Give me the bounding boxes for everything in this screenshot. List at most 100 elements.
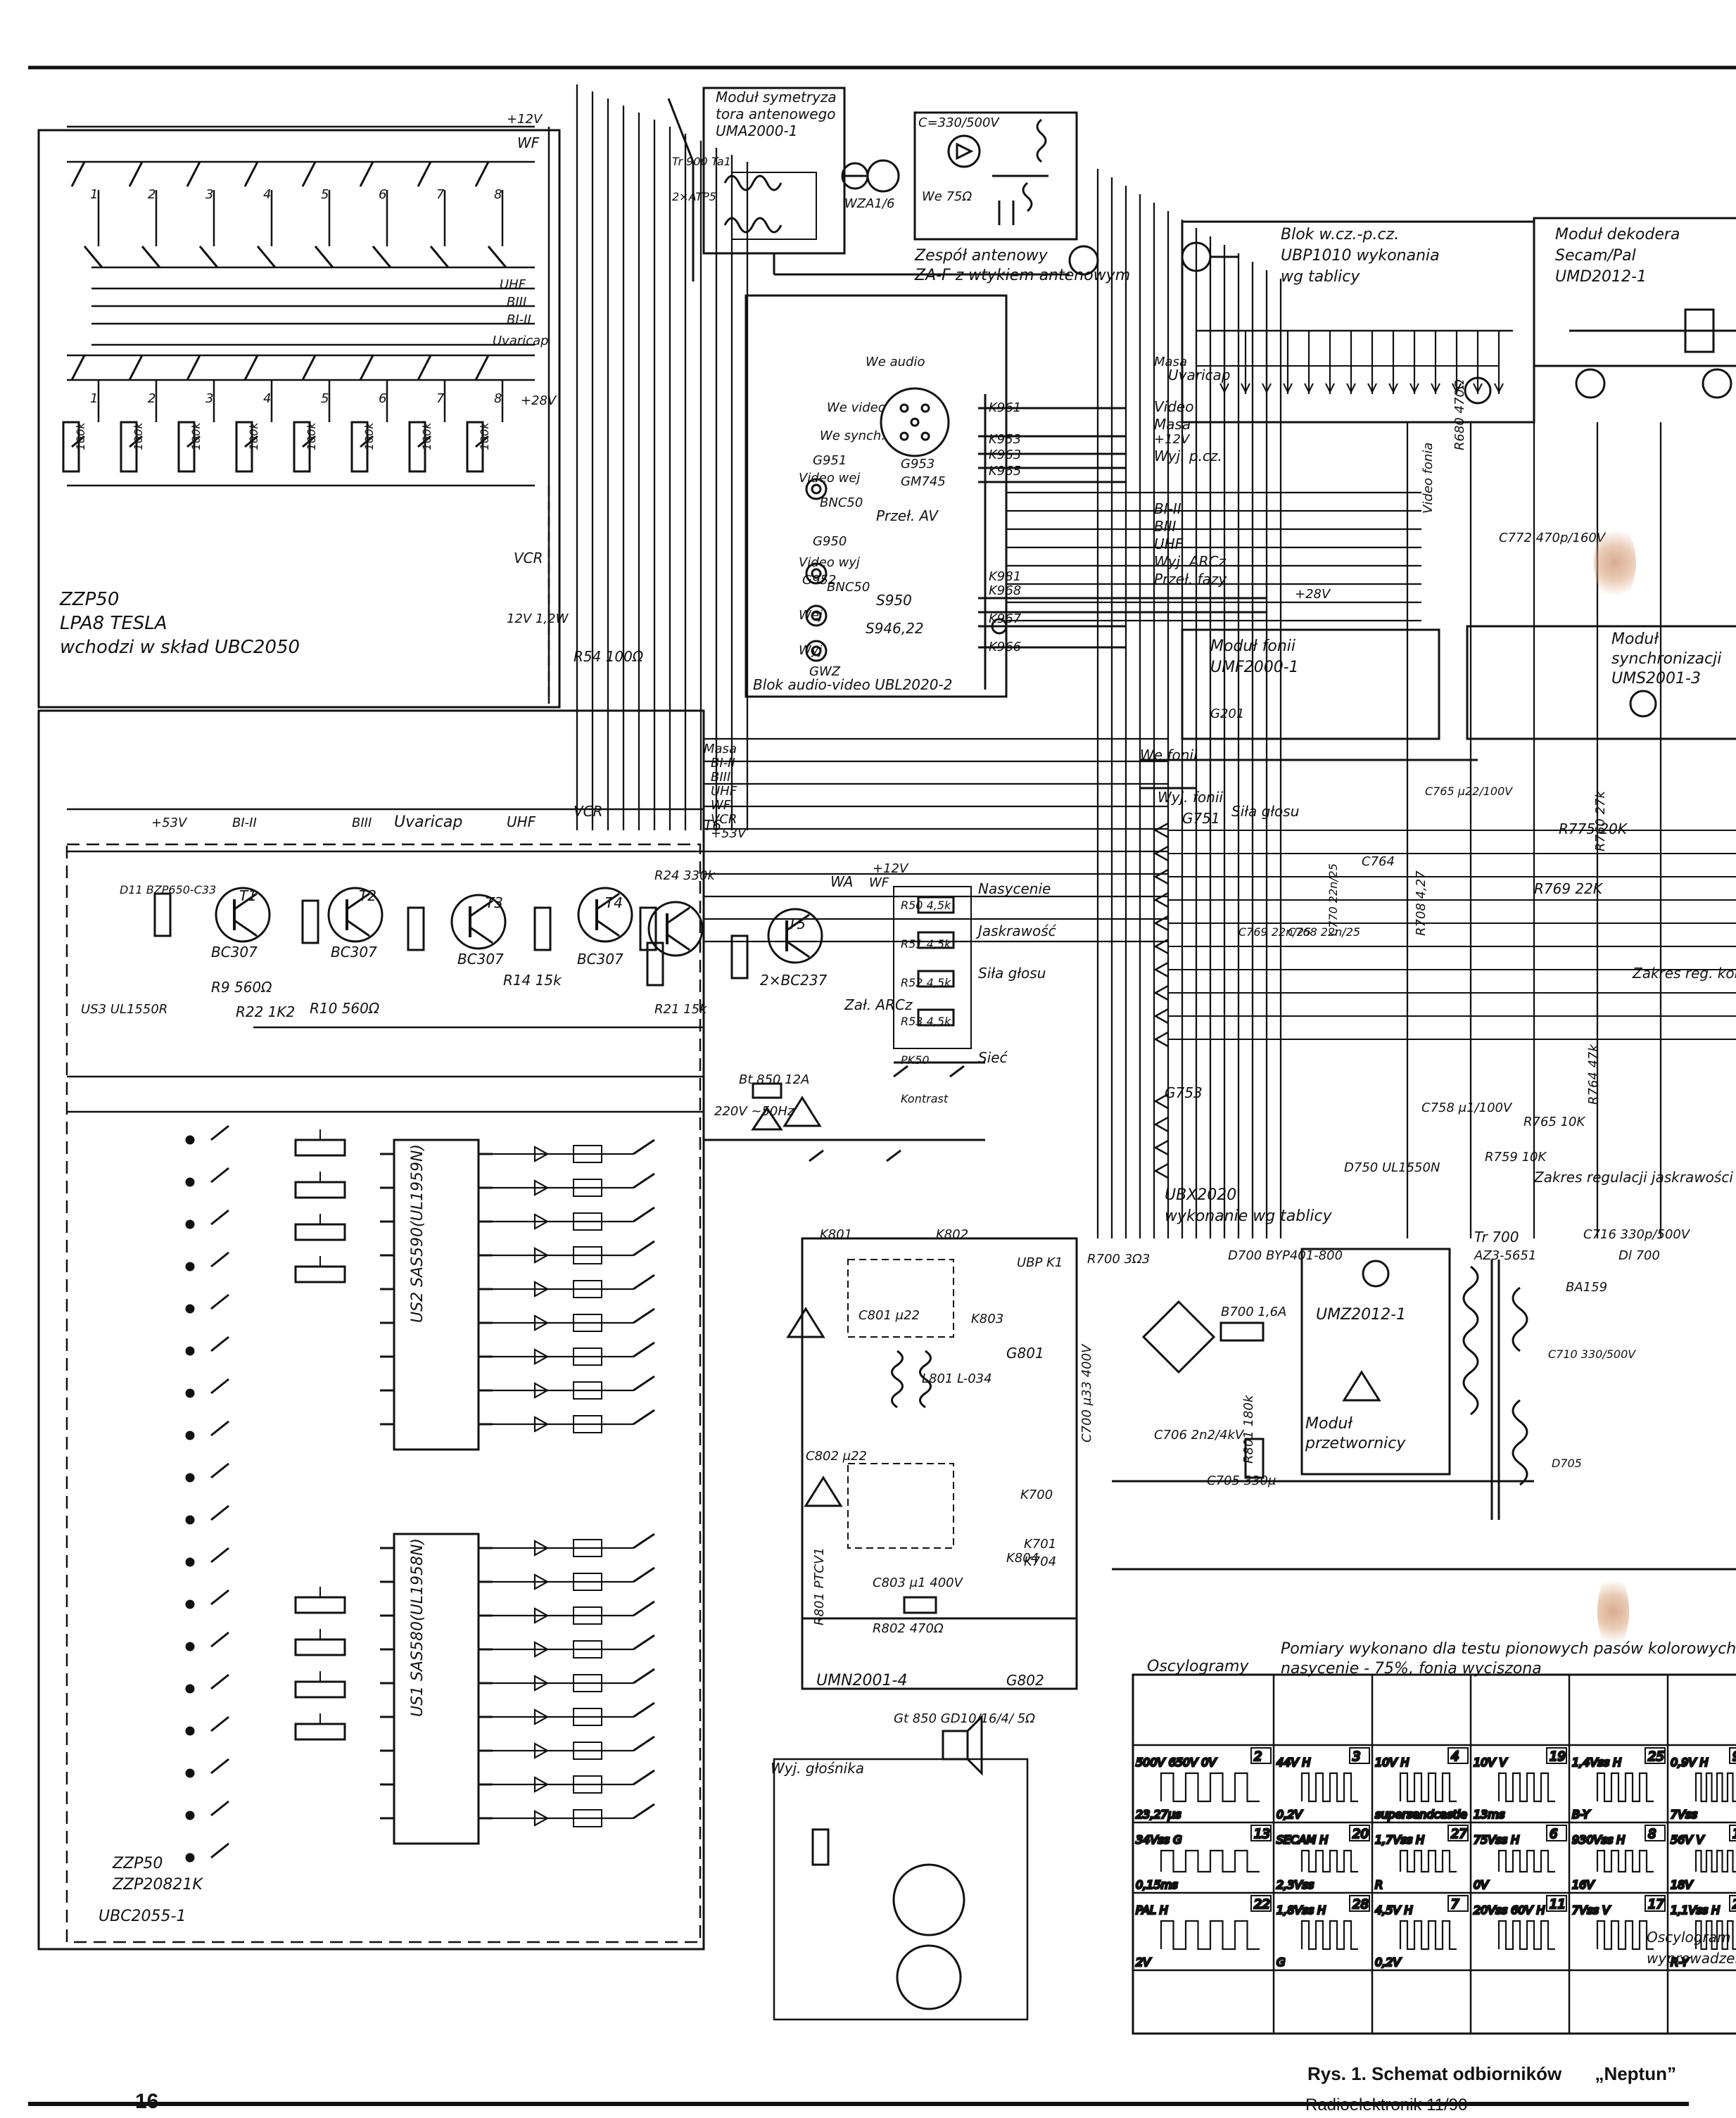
resistor <box>573 1314 602 1332</box>
osc-cell-number: 7 <box>1451 1897 1459 1912</box>
junction-dot <box>185 1431 195 1440</box>
osc-cell-voltage: 1,1Vss H <box>1671 1903 1720 1917</box>
pot-value: 100k <box>478 421 491 450</box>
osc-cell: 281,8Vss HG <box>1276 1895 1370 1970</box>
osc-cell-number-box <box>1250 1825 1272 1841</box>
osc-cell-number: 19 <box>1550 1749 1566 1764</box>
c770-label: C770 22n/25 <box>1326 863 1340 936</box>
osc-cell-voltage: 10V V <box>1474 1756 1507 1769</box>
osc-cell-number: 3 <box>1352 1749 1360 1764</box>
osc-waveform <box>1399 1849 1457 1873</box>
preset-pot <box>294 1723 346 1741</box>
antenna-title: Zespół antenowy <box>914 247 1048 265</box>
umn2001-block <box>786 1237 1078 1690</box>
ubp-pin-arrow <box>1494 383 1504 394</box>
ubl2020-title: Blok audio-video UBL2020-2 <box>753 676 952 693</box>
switch-number: 8 <box>494 391 502 406</box>
we-ant-label: We 75Ω <box>922 189 972 204</box>
switch-contact <box>210 1800 229 1817</box>
r769-label: R769 22K <box>1534 880 1604 897</box>
osc-cell-time: 18V <box>1671 1878 1693 1891</box>
pot-100k <box>177 421 196 473</box>
osc-cell-number: 20 <box>1352 1827 1369 1841</box>
speaker-block <box>773 1714 1029 2021</box>
transistor-collector <box>346 892 370 911</box>
switch-contact <box>633 1566 655 1583</box>
pot-wiper <box>302 435 316 448</box>
transistor-body <box>577 887 633 943</box>
preset-pot <box>294 1265 346 1283</box>
resistor <box>153 892 172 937</box>
osc-waveform <box>1160 1772 1260 1803</box>
osc-cell-number: 17 <box>1648 1897 1664 1912</box>
pot-100k <box>466 421 484 473</box>
rail-label: +12V <box>873 861 909 876</box>
transistor-type: BC307 <box>211 944 258 960</box>
switch-contact <box>633 1206 655 1223</box>
osc-waveform <box>1399 1920 1457 1951</box>
osc-note: Pomiary wykonano dla testu pionowych pas… <box>1281 1640 1736 1658</box>
connector-label: K968 <box>989 583 1021 598</box>
wyj-label: Wyj <box>799 643 822 658</box>
osc-cell-time: G <box>1276 1955 1285 1969</box>
g950-label: G950 <box>813 534 847 549</box>
resistor <box>573 1539 602 1557</box>
resistor <box>573 1212 602 1231</box>
przelfazy-label: Przeł. fazy <box>1154 571 1227 588</box>
c803-label: C803 μ1 400V <box>873 1575 964 1590</box>
junction-dot <box>185 1811 195 1820</box>
osc-cell-voltage: PAL H <box>1136 1903 1168 1917</box>
osc-title: Oscylogramy <box>1147 1658 1249 1675</box>
g802-label: G802 <box>1006 1672 1044 1689</box>
switch-contact <box>314 246 334 268</box>
rail-label: UHF <box>507 813 536 830</box>
pot-label: R52 4,5k <box>901 976 951 989</box>
osc-note2: nasycenie - 75%, fonia wyciszona <box>1281 1660 1542 1678</box>
osc-cell: 74,5V H0,2V <box>1374 1895 1469 1970</box>
switch-contact <box>633 1769 655 1786</box>
switch-number: 1 <box>90 391 98 406</box>
switch-number: 7 <box>436 391 445 406</box>
diode <box>533 1179 550 1196</box>
ubp-pin-arrow <box>1283 383 1293 394</box>
pot-wiper <box>186 435 201 448</box>
pot-wiper <box>417 435 431 448</box>
resistor <box>573 1347 602 1366</box>
diode <box>533 1641 550 1658</box>
gm745-label: GM745 <box>901 474 946 489</box>
rail-label: Masa <box>704 742 737 756</box>
d11-label: D11 BZP650-C33 <box>120 883 216 896</box>
ubp-label: UBP K1 <box>1017 1255 1063 1270</box>
resistor <box>573 1742 602 1760</box>
rail-label: VCR <box>574 803 603 820</box>
zzp50b-title: ZZP50 <box>112 1855 163 1872</box>
osc-cell-number: 22 <box>1254 1897 1270 1912</box>
osc-waveform <box>1300 1772 1358 1803</box>
uvaricap-label: Uvaricap <box>1168 367 1230 383</box>
resistor <box>573 1280 602 1298</box>
we-video-label: We video <box>827 400 886 415</box>
osc-cell-voltage: 930Vss H <box>1572 1833 1625 1846</box>
k704-label: K704 <box>1024 1554 1056 1569</box>
resistor <box>573 1640 602 1659</box>
pot-wiper <box>475 435 489 448</box>
switch-contact <box>633 1701 655 1718</box>
umd2012-title: Secam/Pal <box>1555 247 1636 265</box>
r14-label: R14 15k <box>503 972 562 989</box>
osc-cell: 251,4Vss HB-Y <box>1571 1747 1666 1822</box>
resistor <box>573 1674 602 1692</box>
uma2000-title: UMA2000-1 <box>716 122 797 139</box>
antenna-circuit <box>913 111 1078 241</box>
osc-cell-number-box <box>1546 1825 1567 1841</box>
diode <box>533 1213 550 1230</box>
wyjarcz-label: Wyj. ARCz <box>1154 553 1226 570</box>
pot-label: R50 4,5k <box>901 899 951 912</box>
resistor <box>573 1573 602 1591</box>
sila-glosu-label: Siła głosu <box>1231 803 1299 820</box>
wyj-fonii-label: Wyj. fonii <box>1158 789 1223 806</box>
transistor-label: T1 <box>239 887 257 904</box>
plus12-label: +12V <box>1154 432 1191 447</box>
